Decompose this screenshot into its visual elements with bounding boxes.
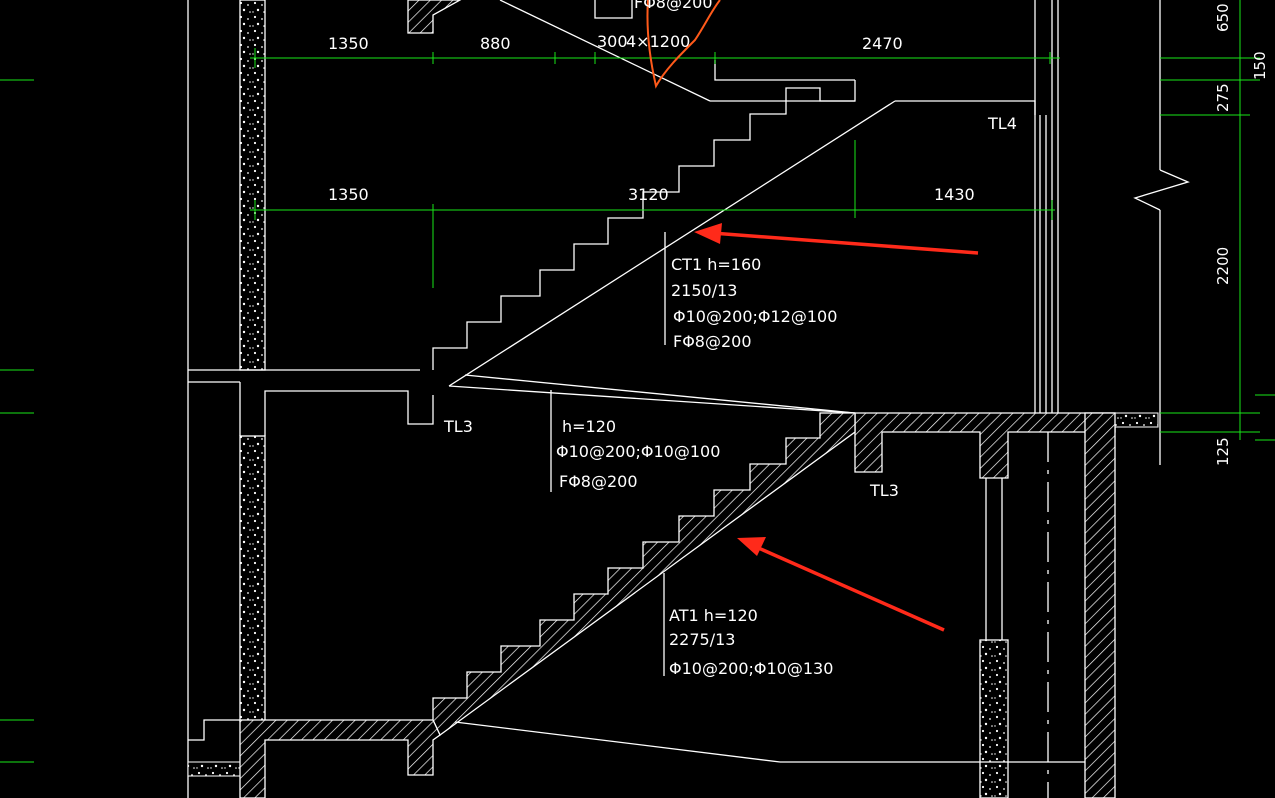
left-wall [187,0,434,798]
middle-landing-slab [448,374,856,414]
red-arrow-upper [694,223,979,255]
dimension-row-middle [250,140,1055,288]
landing-thickness: h=120 [562,417,616,436]
ct1-rebar: Φ10@200;Φ12@100 [673,307,837,326]
dim-upper-3: 300 [597,32,628,51]
revision-cloud-mark [646,0,721,89]
top-partial-label: FΦ8@200 [634,0,713,12]
at1-rebar: Φ10@200;Φ10@130 [669,659,833,678]
red-arrow-lower [737,537,945,632]
beam-label-tl3-right: TL3 [869,481,899,500]
dim-vertical-4: 2200 [1214,247,1232,285]
ct1-distribution-rebar: FΦ8@200 [673,332,752,351]
upper-stair-flight-ct1 [432,0,1036,387]
dimension-row-upper [250,48,1060,68]
landing-rebar: Φ10@200;Φ10@100 [556,442,720,461]
dim-upper-5: 2470 [862,34,903,53]
top-beam-fragment [407,0,462,34]
at1-steps: 2275/13 [669,630,735,649]
at1-name: AT1 h=120 [669,606,758,625]
bottom-floor-slab [239,719,1085,798]
dim-upper-2: 880 [480,34,511,53]
right-floor-slab [854,412,1159,798]
dimension-vertical-chain [1160,0,1275,441]
dim-vertical-5: 125 [1214,437,1232,466]
beam-label-tl3-left: TL3 [443,417,473,436]
dim-vertical-2: 150 [1251,51,1269,80]
ct1-steps: 2150/13 [671,281,737,300]
dim-vertical-3: 275 [1214,83,1232,112]
dim-middle-1: 1350 [328,185,369,204]
left-level-ticks [0,79,34,763]
landing-distribution-rebar: FΦ8@200 [559,472,638,491]
dim-upper-1: 1350 [328,34,369,53]
beam-label-tl4: TL4 [987,114,1017,133]
ct1-name: CT1 h=160 [671,255,761,274]
dim-middle-3: 1430 [934,185,975,204]
dim-upper-4: 4×1200 [626,32,690,51]
right-wall-lines [1034,0,1190,465]
lower-stair-flight-at1[interactable] [432,412,856,736]
dim-vertical-1: 650 [1214,3,1232,32]
dim-middle-2: 3120 [628,185,669,204]
